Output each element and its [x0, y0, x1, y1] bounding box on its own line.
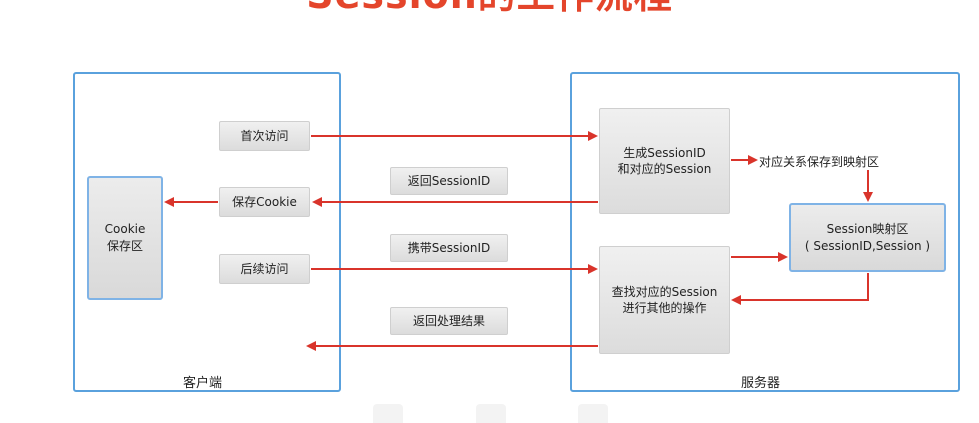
diagram-title: Session的工作流程 — [0, 0, 979, 12]
save-cookie-label: 保存Cookie — [232, 195, 297, 209]
cookie-storage-box: Cookie 保存区 — [87, 176, 163, 300]
later-visit-box: 后续访问 — [219, 254, 310, 284]
lookup-session-line2: 进行其他的操作 — [622, 301, 707, 315]
session-map-line1: Session映射区 — [826, 221, 909, 236]
save-cookie-box: 保存Cookie — [219, 187, 310, 217]
carry-session-id-label: 携带SessionID — [407, 241, 491, 255]
return-result-box: 返回处理结果 — [390, 307, 508, 335]
arrow-map-to-lookup — [731, 273, 869, 305]
session-map-line2: ( SessionID,Session ) — [804, 238, 931, 253]
generate-session-line2: 和对应的Session — [617, 162, 712, 176]
player-toolbar-icon[interactable] — [578, 404, 608, 423]
map-note: 对应关系保存到映射区 — [759, 155, 880, 169]
session-map-box: Session映射区 ( SessionID,Session ) — [789, 203, 946, 272]
carry-session-id-box: 携带SessionID — [390, 234, 508, 262]
lookup-session-line1: 查找对应的Session — [611, 285, 718, 299]
cookie-storage-line1: Cookie — [104, 222, 146, 236]
return-result-label: 返回处理结果 — [412, 314, 485, 328]
return-session-id-box: 返回SessionID — [390, 167, 508, 195]
first-visit-label: 首次访问 — [240, 129, 289, 143]
generate-session-line1: 生成SessionID — [623, 146, 706, 160]
generate-session-box: 生成SessionID 和对应的Session — [599, 108, 730, 214]
player-toolbar-icon[interactable] — [373, 404, 403, 423]
lookup-session-box: 查找对应的Session 进行其他的操作 — [599, 246, 730, 354]
first-visit-box: 首次访问 — [219, 121, 310, 151]
player-toolbar-icon[interactable] — [476, 404, 506, 423]
later-visit-label: 后续访问 — [240, 262, 289, 276]
cookie-storage-line2: 保存区 — [106, 239, 143, 253]
client-label: 客户端 — [183, 376, 223, 391]
server-label: 服务器 — [741, 376, 781, 391]
return-session-id-label: 返回SessionID — [407, 174, 491, 188]
